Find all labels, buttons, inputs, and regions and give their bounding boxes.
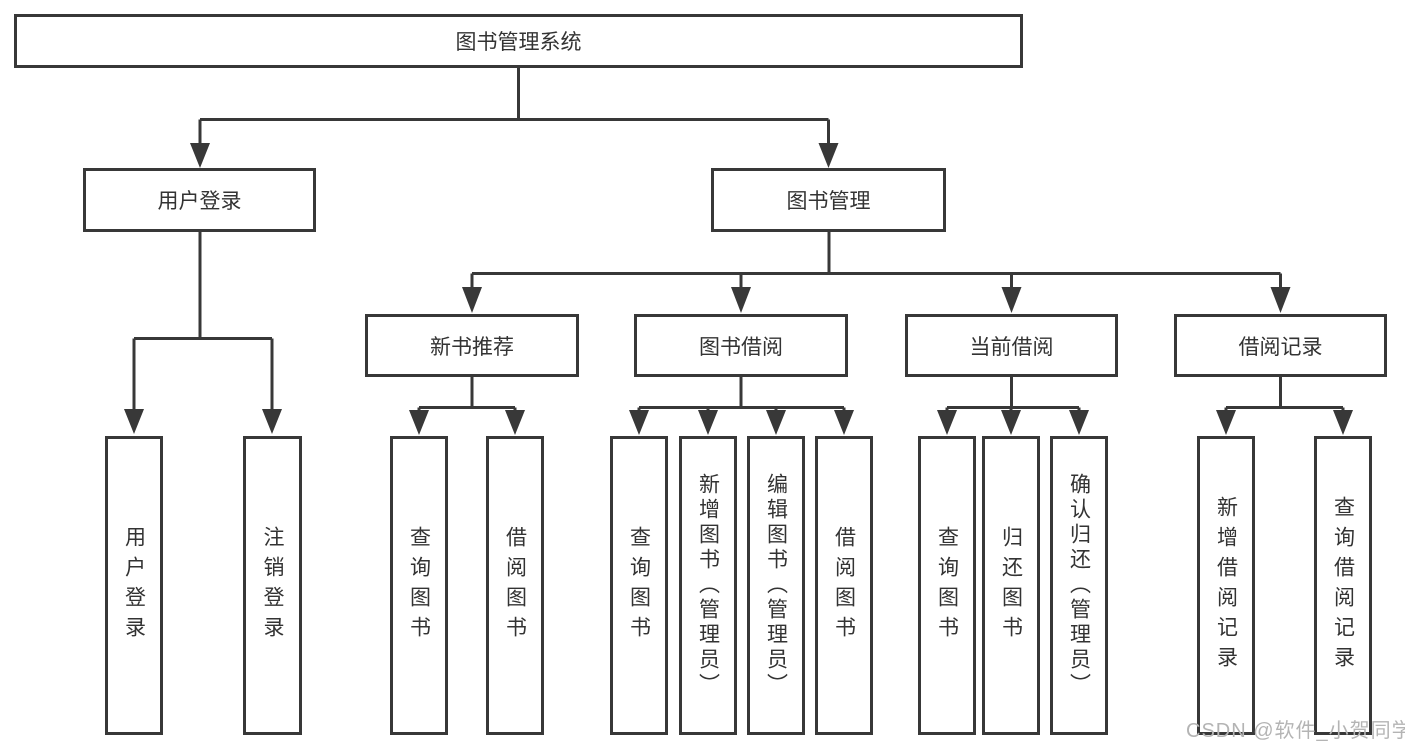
- arrowhead: [262, 409, 282, 434]
- leaf-label: 查询图书: [407, 525, 432, 646]
- leaf-add-book-admin: 新增图书（管理员）: [679, 436, 737, 735]
- node-borrow-record: 借阅记录: [1174, 314, 1387, 377]
- leaf-label: 编辑图书（管理员）: [764, 473, 789, 698]
- leaf-borrow-books-1: 借阅图书: [486, 436, 544, 735]
- leaf-query-books-1: 查询图书: [390, 436, 448, 735]
- leaf-user-login: 用户登录: [105, 436, 163, 735]
- arrowhead: [629, 410, 649, 435]
- arrowhead: [766, 410, 786, 435]
- arrowhead: [818, 143, 839, 168]
- leaf-query-borrow-record: 查询借阅记录: [1314, 436, 1372, 735]
- connector-current-to-leaves: [945, 376, 1081, 412]
- leaf-label: 借阅图书: [832, 525, 857, 646]
- leaf-add-borrow-record: 新增借阅记录: [1197, 436, 1255, 735]
- leaf-label: 归还图书: [999, 525, 1024, 646]
- leaf-query-books-3: 查询图书: [918, 436, 976, 735]
- connector-record-to-leaves: [1224, 376, 1345, 412]
- node-label: 图书借阅: [699, 334, 783, 359]
- arrowhead: [834, 410, 854, 435]
- arrowhead: [1001, 287, 1022, 313]
- leaf-label: 查询借阅记录: [1331, 495, 1356, 676]
- connector-login-to-leaves: [132, 232, 274, 411]
- arrowhead: [462, 287, 482, 313]
- node-new-book-recommend: 新书推荐: [365, 314, 579, 377]
- arrowhead: [698, 410, 718, 435]
- leaf-label: 新增借阅记录: [1214, 495, 1239, 676]
- node-label: 借阅记录: [1238, 334, 1323, 359]
- connector-management-to-groups: [470, 232, 1282, 288]
- arrowhead: [190, 143, 210, 168]
- leaf-label: 确认归还（管理员）: [1067, 473, 1092, 698]
- arrowhead: [1001, 410, 1021, 435]
- node-root-library-system: 图书管理系统: [14, 14, 1023, 68]
- leaf-label: 查询图书: [627, 525, 652, 646]
- leaf-logout: 注销登录: [243, 436, 302, 735]
- arrowhead: [1069, 410, 1089, 435]
- node-current-borrow: 当前借阅: [905, 314, 1118, 377]
- leaf-label: 用户登录: [122, 525, 147, 646]
- leaf-borrow-books-2: 借阅图书: [815, 436, 873, 735]
- node-label: 用户登录: [157, 189, 242, 213]
- connector-newbook-to-leaves: [417, 376, 517, 412]
- leaf-label: 注销登录: [261, 525, 285, 646]
- leaf-confirm-return-admin: 确认归还（管理员）: [1050, 436, 1108, 735]
- leaf-return-book: 归还图书: [982, 436, 1040, 735]
- csdn-watermark: CSDN @软件_小贺同学: [1186, 720, 1405, 742]
- arrowhead: [505, 410, 525, 435]
- leaf-query-books-2: 查询图书: [610, 436, 668, 735]
- arrowhead: [409, 410, 429, 435]
- connector-root-to-level2: [198, 68, 830, 144]
- arrowhead: [937, 410, 957, 435]
- node-user-login: 用户登录: [83, 168, 316, 232]
- leaf-label: 查询图书: [935, 525, 960, 646]
- arrowhead: [731, 287, 751, 313]
- node-label: 图书管理系统: [455, 30, 582, 54]
- arrowhead: [1216, 410, 1236, 435]
- leaf-label: 借阅图书: [503, 525, 528, 646]
- leaf-edit-book-admin: 编辑图书（管理员）: [747, 436, 805, 735]
- node-label: 图书管理: [786, 189, 871, 213]
- connector-borrow-to-leaves: [637, 376, 846, 412]
- arrowhead: [1270, 287, 1291, 313]
- arrowhead: [124, 409, 144, 434]
- node-book-borrow: 图书借阅: [634, 314, 848, 377]
- leaf-label: 新增图书（管理员）: [696, 473, 721, 698]
- arrowhead: [1333, 410, 1353, 435]
- node-label: 新书推荐: [430, 334, 514, 359]
- node-label: 当前借阅: [969, 334, 1054, 359]
- node-book-management: 图书管理: [711, 168, 946, 232]
